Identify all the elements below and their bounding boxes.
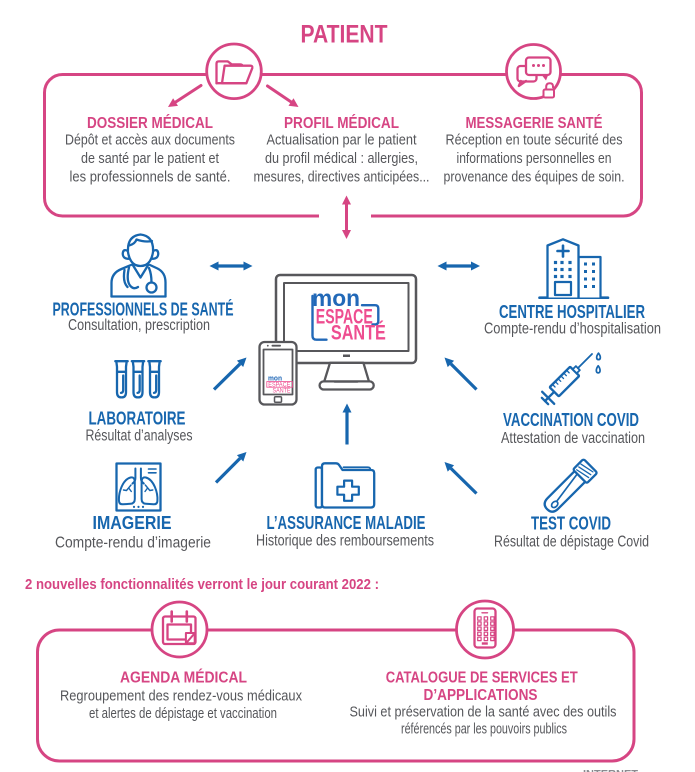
svg-text:ESPACE: ESPACE [316,306,373,329]
svg-text:2 nouvelles fonctionnalités ve: 2 nouvelles fonctionnalités verront le j… [25,577,379,593]
svg-text:AGENDA MÉDICAL: AGENDA MÉDICAL [120,668,247,687]
svg-text:TEST COVID: TEST COVID [531,513,611,534]
svg-text:ESPACE: ESPACE [268,382,290,388]
svg-text:référencés par les pouvoirs pu: référencés par les pouvoirs publics [401,721,567,738]
svg-text:les professionnels de santé.: les professionnels de santé. [70,168,231,185]
svg-text:et alertes de dépistage et vac: et alertes de dépistage et vaccination [89,705,277,722]
svg-text:L’ASSURANCE MALADIE: L’ASSURANCE MALADIE [267,512,426,533]
svg-text:SANTÉ: SANTÉ [273,387,291,394]
svg-text:VACCINATION COVID: VACCINATION COVID [503,409,639,430]
svg-text:DOSSIER MÉDICAL: DOSSIER MÉDICAL [87,113,213,132]
svg-text:Compte-rendu d’imagerie: Compte-rendu d’imagerie [55,535,211,552]
svg-text:LABORATOIRE: LABORATOIRE [89,408,186,429]
svg-text:de santé par le patient et: de santé par le patient et [81,150,220,167]
svg-text:INTERNET: INTERNET [583,769,638,772]
svg-text:provenance des équipes de soin: provenance des équipes de soin. [444,168,625,185]
svg-text:PROFIL MÉDICAL: PROFIL MÉDICAL [284,113,399,132]
svg-text:Historique des remboursements: Historique des remboursements [256,533,434,550]
svg-text:PROFESSIONNELS DE SANTÉ: PROFESSIONNELS DE SANTÉ [53,299,234,320]
svg-text:Réception en toute sécurité de: Réception en toute sécurité des [446,132,623,149]
svg-text:CENTRE HOSPITALIER: CENTRE HOSPITALIER [499,301,645,322]
svg-text:Résultat de dépistage Covid: Résultat de dépistage Covid [494,534,649,551]
svg-text:mon: mon [268,374,282,383]
svg-text:Consultation, prescription: Consultation, prescription [68,317,210,334]
svg-text:PATIENT: PATIENT [301,21,388,49]
svg-text:Regroupement des rendez-vous m: Regroupement des rendez-vous médicaux [60,688,302,705]
svg-text:mon: mon [312,285,360,311]
svg-text:du profil médical : allergies,: du profil médical : allergies, [265,150,418,167]
svg-text:mesures, directives anticipées: mesures, directives anticipées... [254,168,430,185]
svg-text:CATALOGUE DE SERVICES ET: CATALOGUE DE SERVICES ET [386,670,578,687]
svg-text:Résultat d’analyses: Résultat d’analyses [86,428,193,445]
svg-text:Suivi et préservation de la sa: Suivi et préservation de la santé avec d… [350,704,617,721]
svg-text:Dépôt et accès aux documents: Dépôt et accès aux documents [65,132,235,149]
svg-text:Compte-rendu d’hospitalisation: Compte-rendu d’hospitalisation [484,321,661,338]
svg-text:SANTÉ: SANTÉ [331,322,386,345]
svg-text:informations personnelles en: informations personnelles en [457,150,612,167]
svg-text:MESSAGERIE SANTÉ: MESSAGERIE SANTÉ [466,113,603,132]
svg-text:Actualisation par le patient: Actualisation par le patient [267,132,418,149]
svg-text:D’APPLICATIONS: D’APPLICATIONS [424,687,538,704]
svg-text:Attestation de vaccination: Attestation de vaccination [501,430,645,447]
svg-text:IMAGERIE: IMAGERIE [93,512,172,533]
